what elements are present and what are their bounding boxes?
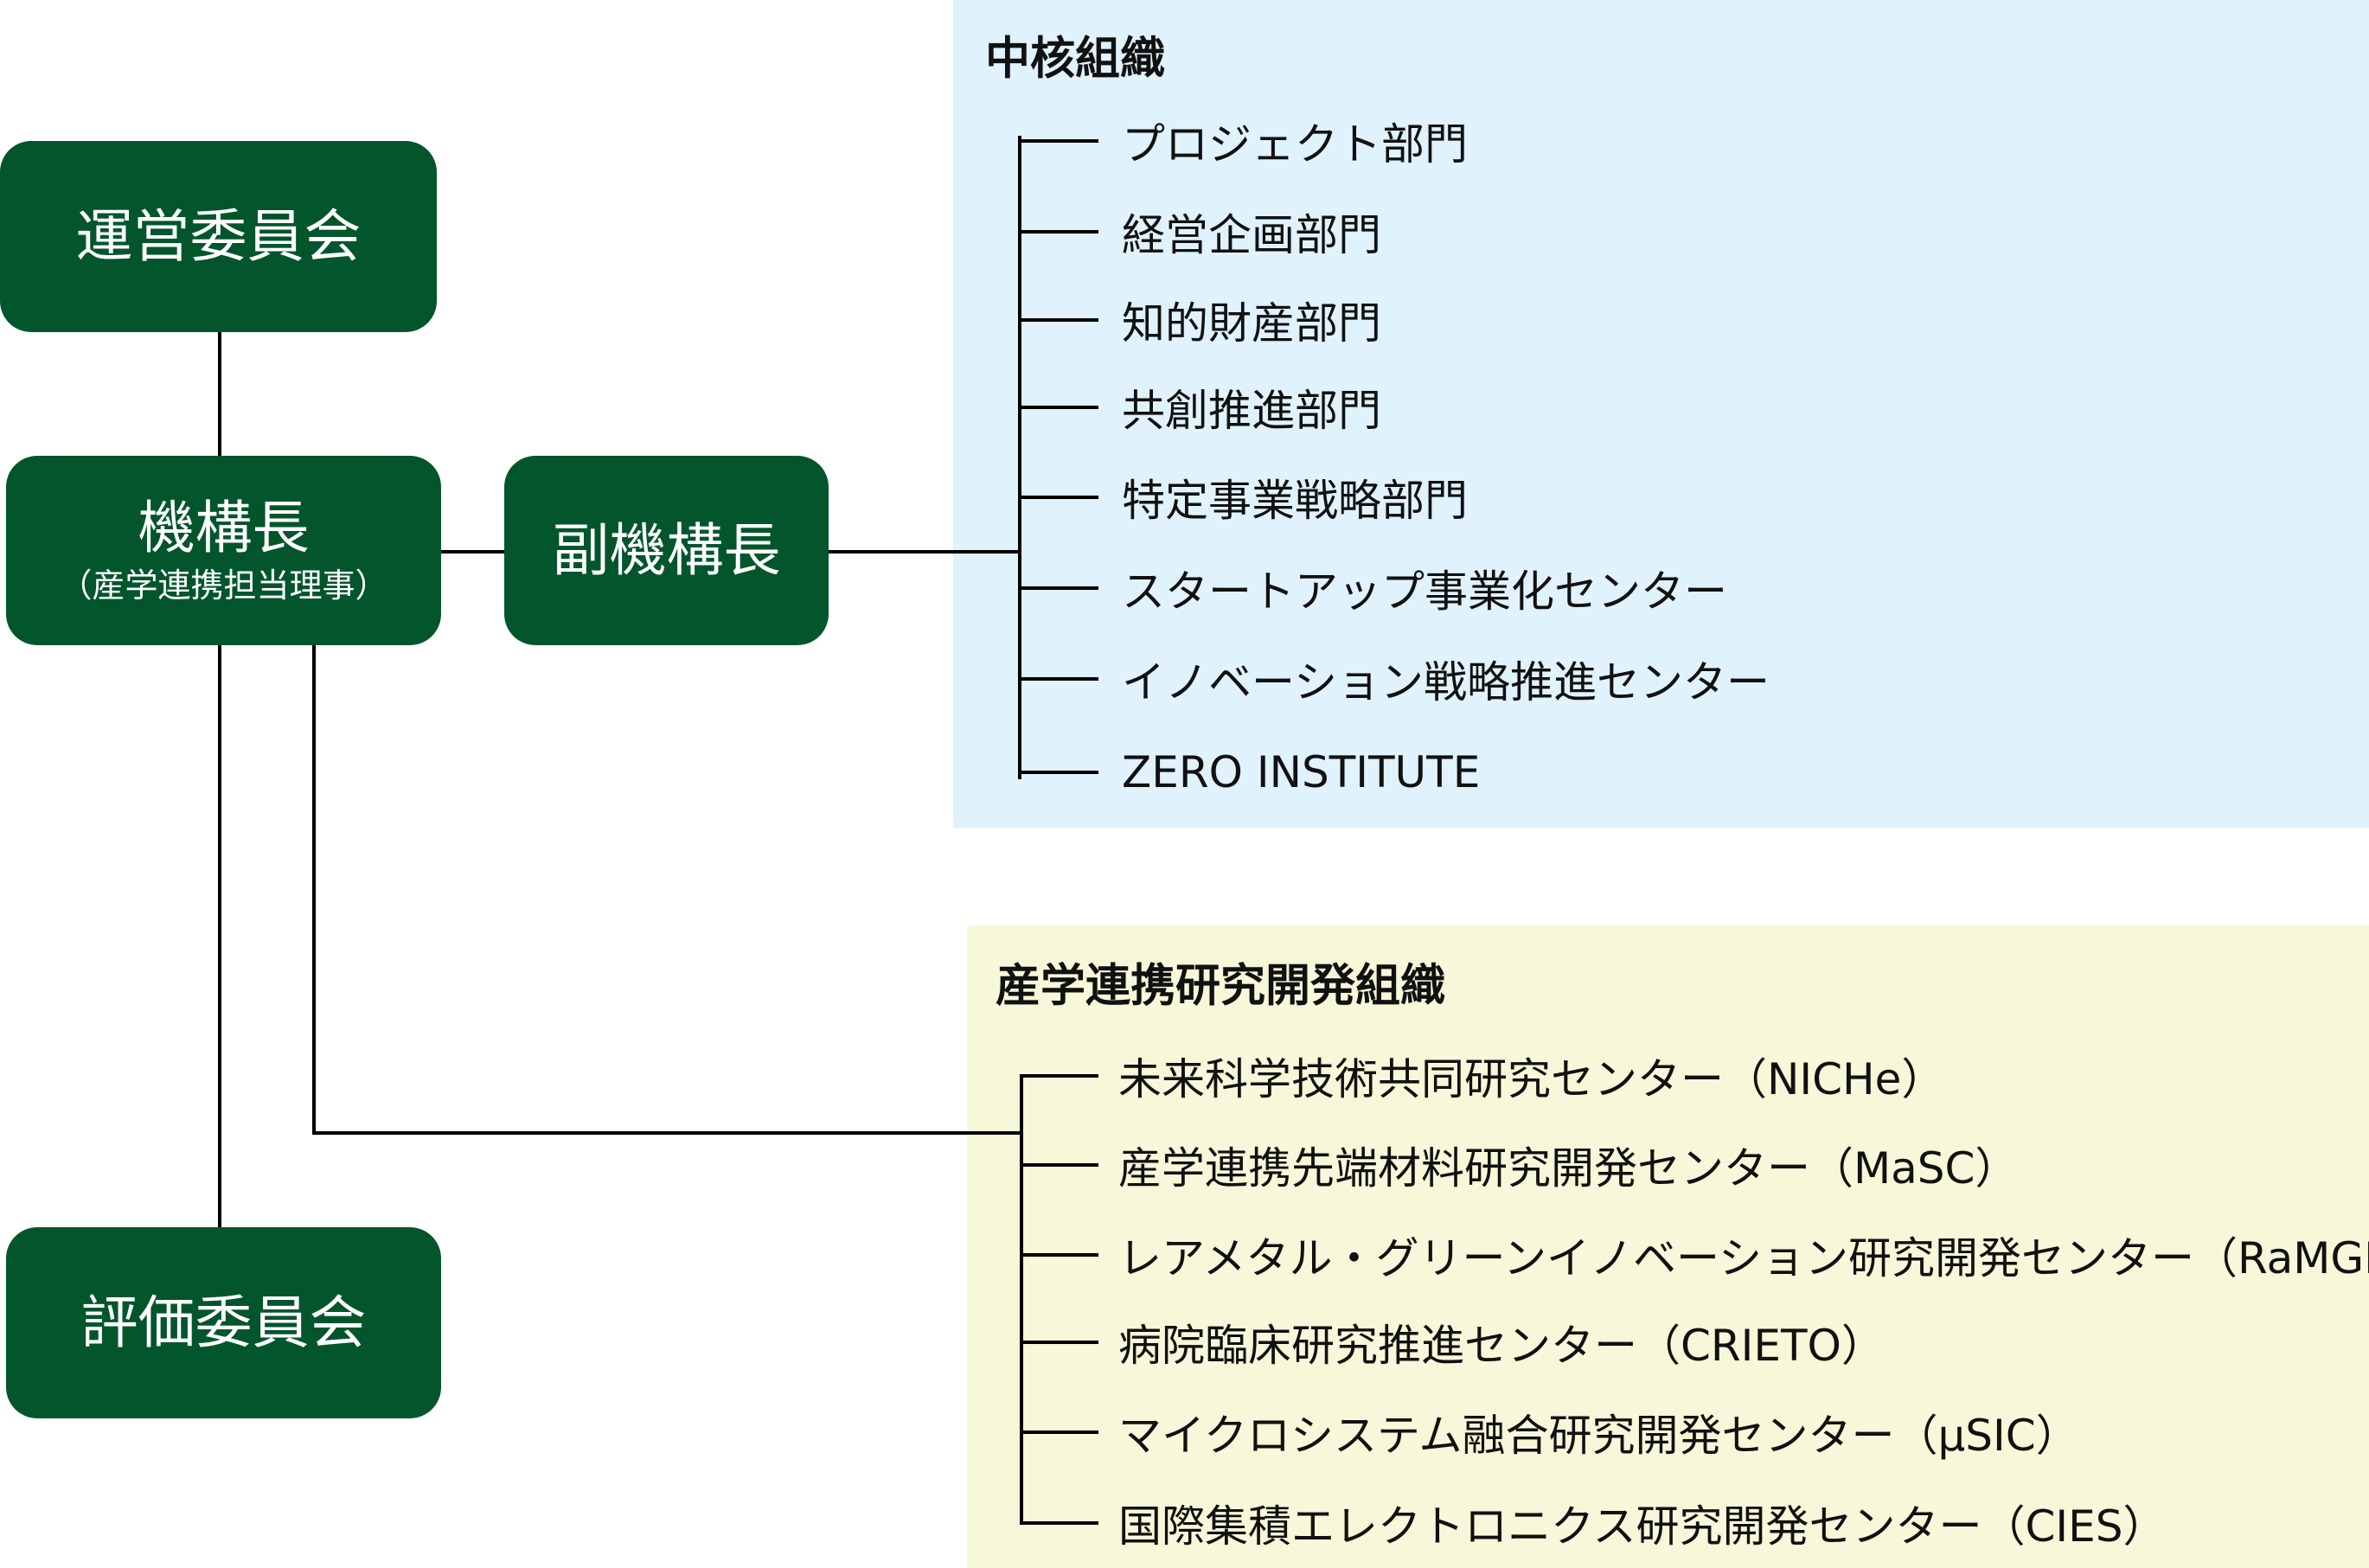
org-list-item: 知的財産部門	[1122, 298, 1381, 349]
org-list-item: プロジェクト部門	[1122, 119, 1468, 170]
org-list-item: 経営企画部門	[1122, 210, 1381, 260]
research-organization-panel	[967, 925, 2369, 1568]
vice-director-box: 副機構長	[504, 456, 829, 645]
org-list-item: 未来科学技術共同研究センター（NICHe）	[1118, 1054, 1945, 1104]
tree-branch	[1020, 1163, 1098, 1167]
connector-director-research-h	[312, 1131, 1023, 1135]
tree-branch	[1020, 1430, 1098, 1434]
tree-branch	[1018, 677, 1098, 681]
tree-branch	[1018, 139, 1098, 143]
research-title: 産学連携研究開発組織	[996, 960, 1446, 1013]
tree-branch	[1020, 1253, 1098, 1257]
steering-committee-label: 運営委員会	[75, 202, 362, 270]
director-box: 機構長 （産学連携担当理事）	[6, 456, 441, 645]
org-list-item: 国際集積エレクトロニクス研究開発センター（CIES）	[1118, 1501, 2167, 1552]
org-list-item: ZERO INSTITUTE	[1122, 747, 1481, 797]
tree-branch	[1018, 586, 1098, 590]
tree-branch	[1018, 771, 1098, 774]
evaluation-committee-box: 評価委員会	[6, 1227, 441, 1418]
connector-director-evaluation	[218, 645, 221, 1227]
vice-director-label: 副機構長	[552, 516, 781, 584]
org-list-item: 産学連携先端材料研究開発センター（MaSC）	[1118, 1143, 2019, 1194]
director-sub-label: （産学連携担当理事）	[59, 566, 388, 605]
org-list-item: スタートアップ事業化センター	[1122, 566, 1727, 617]
core-title: 中核組織	[985, 33, 1166, 86]
org-list-item: レアメタル・グリーンイノベーション研究開発センター（RaMGI）	[1118, 1233, 2369, 1283]
org-list-item: 共創推進部門	[1122, 386, 1381, 436]
core-organization-panel	[953, 0, 2369, 828]
evaluation-committee-label: 評価委員会	[80, 1289, 367, 1356]
org-list-item: マイクロシステム融合研究開発センター（µSIC）	[1118, 1411, 2079, 1461]
core-tree-trunk	[1018, 136, 1021, 779]
tree-branch	[1020, 1521, 1098, 1525]
org-list-item: 病院臨床研究推進センター（CRIETO）	[1118, 1321, 1885, 1371]
tree-branch	[1018, 496, 1098, 499]
connector-director-vice	[441, 550, 504, 554]
org-list-item: イノベーション戦略推進センター	[1122, 657, 1770, 707]
connector-steering-director	[218, 332, 221, 456]
connector-director-research-v	[312, 645, 316, 1135]
tree-branch	[1018, 406, 1098, 409]
org-list-item: 特定事業戦略部門	[1122, 476, 1468, 526]
steering-committee-box: 運営委員会	[0, 141, 437, 332]
tree-branch	[1018, 318, 1098, 322]
research-tree-trunk	[1020, 1074, 1023, 1525]
director-label: 機構長	[138, 494, 310, 561]
tree-branch	[1020, 1074, 1098, 1078]
tree-branch	[1018, 230, 1098, 234]
tree-branch	[1020, 1341, 1098, 1344]
connector-vice-core	[829, 550, 1020, 554]
